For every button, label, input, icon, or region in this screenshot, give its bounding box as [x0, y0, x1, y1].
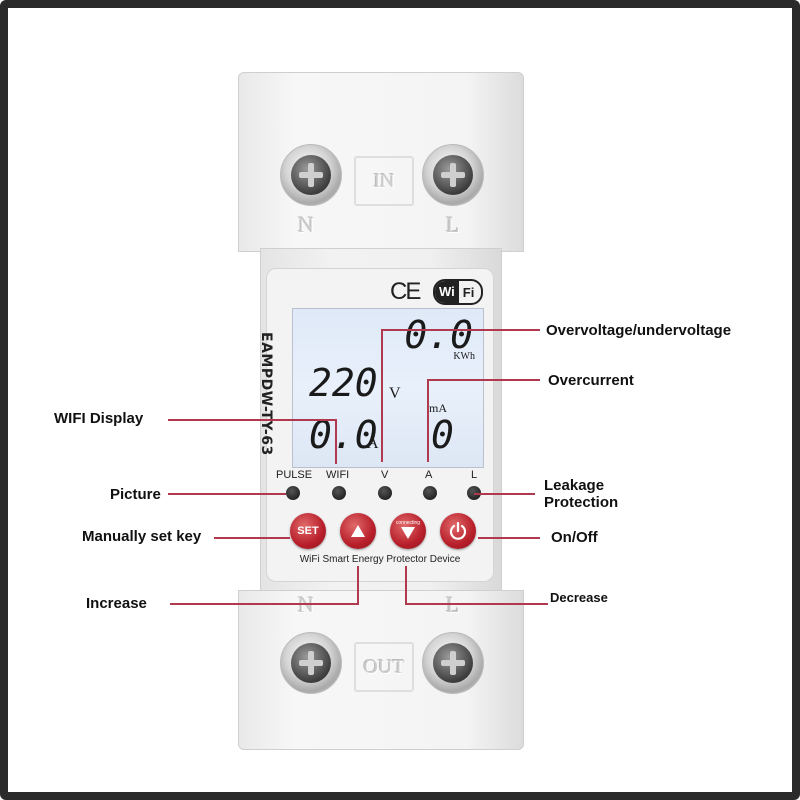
callout-manual-set: Manually set key: [82, 528, 202, 545]
pulse-led-icon: [286, 486, 300, 500]
callout-picture: Picture: [110, 486, 161, 503]
increase-button[interactable]: [340, 513, 376, 549]
callout-on-off: On/Off: [551, 529, 598, 546]
device-caption: WiFi Smart Energy Protector Device: [299, 554, 461, 565]
terminal-label-n-bottom: N: [298, 592, 314, 617]
indicator-label-v: V: [381, 469, 389, 481]
set-button[interactable]: SET: [290, 513, 326, 549]
connecting-label: connecting: [395, 520, 421, 526]
input-tab: IN: [354, 156, 414, 206]
indicator-label-a: A: [425, 469, 433, 481]
wifi-led-icon: [332, 486, 346, 500]
indicator-label-wifi: WIFI: [326, 469, 350, 481]
triangle-down-icon: [401, 527, 415, 539]
ce-mark: CE: [390, 278, 421, 305]
output-tab: OUT: [354, 642, 414, 692]
decrease-button[interactable]: connecting: [390, 513, 426, 549]
terminal-screw-icon: [280, 144, 342, 206]
energy-unit: KWh: [453, 351, 475, 362]
callout-increase: Increase: [86, 595, 147, 612]
power-icon: [449, 521, 467, 540]
terminal-label-l-top: L: [446, 212, 460, 237]
callout-wifi-display: WIFI Display: [54, 410, 144, 427]
current-led-icon: [423, 486, 437, 500]
voltage-led-icon: [378, 486, 392, 500]
leakage-led-icon: [467, 486, 481, 500]
callout-protection: Protection: [544, 494, 619, 511]
voltage-reading: 220: [309, 361, 378, 405]
lcd-display: 0.0 KWh 220 V 0.0 A mA 0: [292, 308, 484, 468]
power-button[interactable]: [440, 513, 476, 549]
terminal-label-l-bottom: L: [446, 592, 460, 617]
callout-overvoltage: Overvoltage/undervoltage: [546, 322, 732, 339]
triangle-up-icon: [351, 525, 365, 537]
callout-decrease: Decrease: [550, 590, 608, 605]
terminal-label-n-top: N: [298, 212, 314, 237]
terminal-screw-icon: [422, 144, 484, 206]
model-number: EAMPDW-TY-63: [258, 332, 274, 456]
indicator-label-l: L: [471, 469, 478, 481]
voltage-unit: V: [389, 385, 401, 402]
terminal-screw-icon: [422, 632, 484, 694]
current-unit: A: [367, 435, 379, 452]
terminal-screw-icon: [280, 632, 342, 694]
callout-leakage: Leakage: [544, 477, 605, 494]
indicator-label-pulse: PULSE: [276, 469, 313, 481]
leakage-reading: 0: [431, 413, 454, 457]
callout-overcurrent: Overcurrent: [548, 372, 634, 389]
